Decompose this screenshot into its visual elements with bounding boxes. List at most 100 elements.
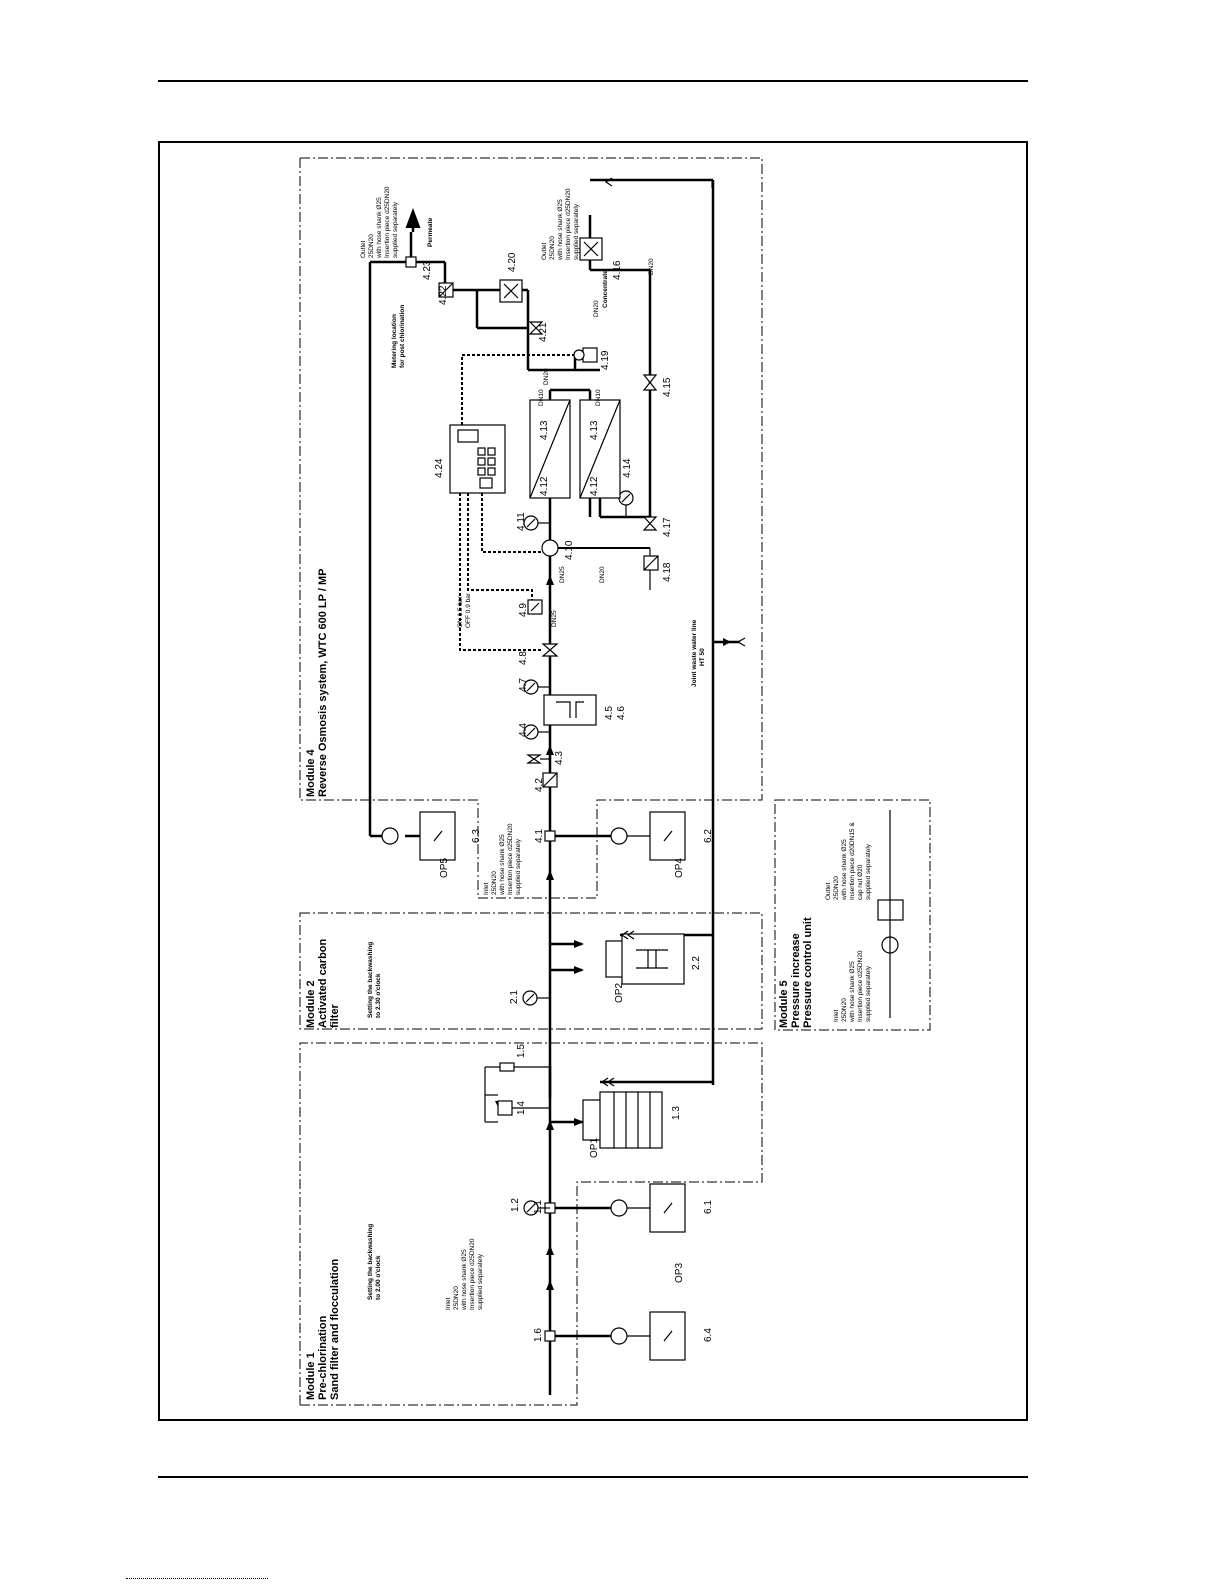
- module-2-boundary: [299, 912, 763, 1030]
- waste-line-l2: HT 50: [699, 648, 706, 666]
- label-4-12a: 4.12: [539, 476, 550, 496]
- components: [381, 177, 904, 1361]
- switch-off: OFF 0.9 bar: [465, 592, 472, 628]
- label-1-4: 1.4: [516, 1101, 527, 1115]
- outlet5-l5: cap nut Ø20: [857, 864, 864, 900]
- module-1-line1: Pre-chlorination: [317, 1315, 329, 1400]
- outlet5-l4: Insertion piece d20DN15 &: [849, 822, 856, 900]
- dn20-b: DN20: [543, 368, 550, 385]
- outlet5-l6: supplied separately: [865, 843, 872, 900]
- label-op1: OP1: [589, 1138, 600, 1158]
- module-titles: Module 1 Pre-chlorination Sand filter an…: [305, 569, 814, 1400]
- module-5-line1: Pressure increase: [790, 933, 802, 1028]
- fine-filter-4-5: [543, 694, 597, 726]
- inlet4-l3: with hose shank Ø25: [499, 834, 506, 896]
- valve-4-3: [526, 754, 542, 764]
- label-4-14: 4.14: [622, 458, 633, 478]
- footer-rule: [158, 1476, 1028, 1478]
- valve-4-21: [528, 321, 544, 335]
- flow-restrictor-1-5: [499, 1062, 515, 1072]
- flow-arrows: [495, 575, 731, 1290]
- dosing-pump-6-1: [610, 1199, 628, 1217]
- outlet416-l1: Outlet: [541, 242, 548, 260]
- module-1-title: Module 1: [305, 1352, 317, 1400]
- inlet4-l4: Insertion piece d25DN20: [507, 823, 514, 895]
- component-numbers: 1.6 1.1 1.2 1.3 1.4 1.5 2.1 2.2 4.1 4.2 …: [422, 252, 714, 1342]
- label-op5: OP5: [439, 858, 450, 878]
- module-1-boundary: [299, 1042, 763, 1406]
- label-4-13a: 4.13: [539, 420, 550, 440]
- label-2-1: 2.1: [509, 990, 520, 1004]
- process-pipes: [368, 178, 740, 1395]
- flow-switch-1-4: [497, 1100, 513, 1116]
- pipe-sizes: DN25 DN25 DN20 DN20 DN10 DN10 DN20 DN20: [538, 258, 655, 627]
- injection-4-23: [405, 256, 417, 268]
- label-op3: OP3: [674, 1263, 685, 1283]
- label-2-2: 2.2: [691, 956, 702, 970]
- label-4-12b: 4.12: [589, 476, 600, 496]
- module-5-boundary: [774, 799, 931, 1031]
- label-4-2: 4.2: [534, 778, 545, 792]
- outlet423-l4: Insertion piece d25DN20: [384, 186, 391, 258]
- permeate-label: Permeate: [427, 217, 434, 247]
- hp-pump-4-10: [541, 539, 559, 557]
- diagram-frame: [158, 141, 1028, 1421]
- header-rule: [158, 80, 1028, 82]
- module-4-title: Module 4: [305, 748, 317, 797]
- label-4-19: 4.19: [600, 350, 611, 370]
- label-1-5: 1.5: [516, 1044, 527, 1058]
- module-4-boundary: [299, 157, 763, 899]
- dn25-b: DN25: [559, 566, 566, 583]
- controller-4-24: [449, 424, 506, 494]
- switch-on: ON 1.5 bar: [457, 595, 464, 628]
- module-2-line1: Activated carbon: [317, 938, 329, 1028]
- label-op2: OP2: [614, 983, 625, 1003]
- outlet5-l2: 25DN20: [833, 876, 840, 900]
- inlet1-l5: supplied separately: [477, 1253, 484, 1310]
- flow-meter-4-19: [582, 347, 598, 363]
- label-4-1: 4.1: [534, 829, 545, 843]
- inlet1-l2: 25DN20: [453, 1286, 460, 1310]
- control-lines: [459, 354, 574, 651]
- dn10-a: DN10: [538, 389, 545, 406]
- label-4-9: 4.9: [518, 603, 529, 617]
- injection-1-6: [544, 1330, 556, 1342]
- outlet416-l5: supplied separately: [573, 203, 580, 260]
- outlet416-l3: with hose shank Ø25: [557, 199, 564, 261]
- label-4-8: 4.8: [518, 651, 529, 665]
- sand-filter-1-3: [582, 1091, 663, 1149]
- label-4-6: 4.6: [616, 706, 627, 720]
- label-6-3: 6.3: [471, 829, 482, 843]
- inlet1-l1: Inlet: [445, 1298, 452, 1310]
- inlet1-l3: with hose shank Ø25: [461, 1249, 468, 1311]
- label-4-10: 4.10: [564, 540, 575, 560]
- outlet5-l3: with hose shank Ø25: [841, 839, 848, 901]
- tank-6-3: [419, 811, 456, 861]
- label-1-2: 1.2: [510, 1198, 521, 1212]
- inlet5-l4: Insertion piece d25DN20: [857, 950, 864, 1022]
- concentrate-label: Concentrate: [602, 270, 609, 308]
- valve-4-17: [642, 516, 658, 531]
- footnote-separator: [126, 1578, 268, 1579]
- inlet-outlet-notes: Inlet 25DN20 with hose shank Ø25 Inserti…: [360, 186, 872, 1311]
- dn20-c: DN20: [593, 300, 600, 317]
- module-2-title: Module 2: [305, 980, 317, 1028]
- label-4-17: 4.17: [662, 517, 673, 537]
- dn25-a: DN25: [551, 610, 558, 627]
- waste-line-l1: Joint waste water line: [691, 619, 698, 687]
- label-4-21: 4.21: [538, 322, 549, 342]
- dosing-pump-6-3: [381, 827, 399, 845]
- module-1-note1: Setting the backwashing: [367, 1224, 374, 1300]
- label-4-20: 4.20: [507, 252, 518, 272]
- module-2-line2: filter: [329, 1003, 341, 1028]
- label-4-16: 4.16: [612, 260, 623, 280]
- dosing-pump-6-4: [610, 1327, 628, 1345]
- tank-6-1: [649, 1183, 686, 1233]
- inlet5-l5: supplied separately: [865, 965, 872, 1022]
- label-4-24: 4.24: [434, 458, 445, 478]
- inlet5-l3: with hose shank Ø25: [849, 961, 856, 1023]
- valve-4-15: [642, 374, 658, 391]
- outlet5-l1: Outlet: [825, 882, 832, 900]
- carbon-filter-2-2: [605, 933, 685, 985]
